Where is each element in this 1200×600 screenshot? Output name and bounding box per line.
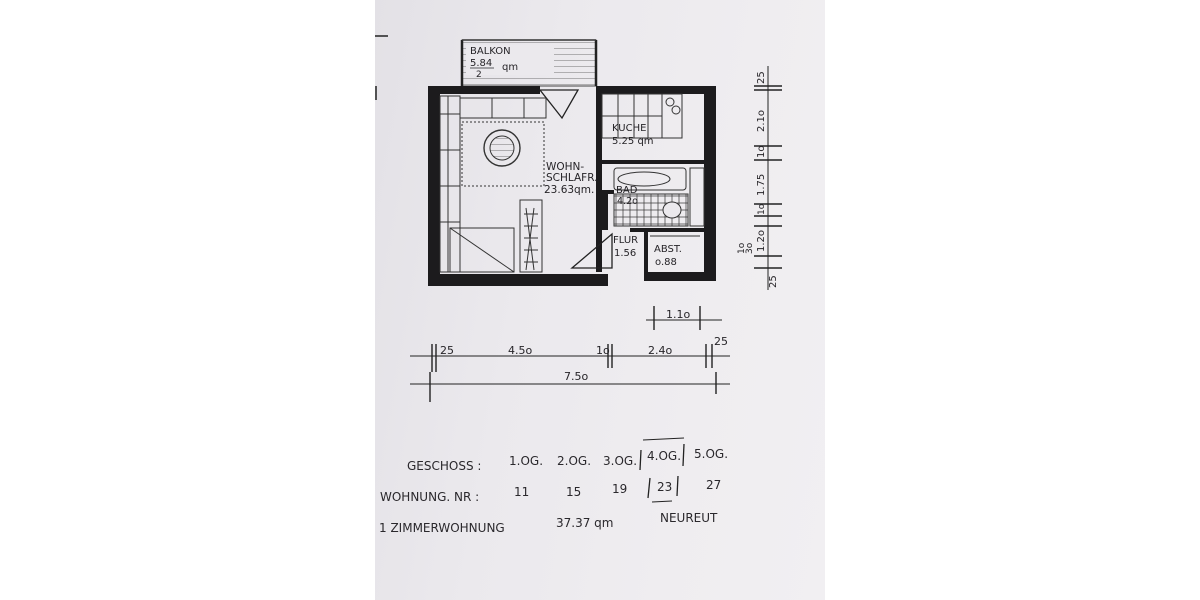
vertical-dimension-chain — [754, 66, 782, 290]
geschoss-1: 1.OG. — [509, 454, 543, 468]
unit-area: 37.37 qm — [556, 516, 613, 530]
geschoss-4: 4.OG. — [647, 449, 681, 463]
flur-area: 1.56 — [614, 248, 636, 259]
highlight-mark — [647, 477, 651, 499]
bath-fixtures — [613, 167, 705, 227]
unit-table: GESCHOSS : 1.OG. 2.OG. 3.OG. 4.OG. 5.OG.… — [379, 437, 728, 535]
dim-right-width: 2.4o — [648, 344, 672, 357]
unit-location: NEUREUT — [660, 511, 718, 525]
balkon-divisor: 2 — [476, 70, 482, 80]
kitchen-fixtures — [601, 93, 683, 139]
wohnung-1: 11 — [514, 485, 529, 499]
bad-label: BAD — [616, 185, 638, 196]
balkon — [460, 39, 598, 87]
wohnung-4: 23 — [657, 480, 672, 494]
dim-inner-wall: 1o — [596, 344, 610, 357]
dim-v-wall-1: 1o — [756, 146, 767, 158]
vertical-dimension-labels: 25 2.1o 1o 1.75 1o 1o 3o 1.2o 25 — [737, 71, 779, 288]
dim-v-bottom-wall: 25 — [768, 275, 779, 288]
flur-label: FLUR — [613, 235, 638, 246]
highlight-mark — [676, 475, 679, 497]
wohnung-2: 15 — [566, 485, 581, 499]
geschoss-2: 2.OG. — [557, 454, 591, 468]
dim-v-kueche: 2.1o — [756, 110, 767, 132]
highlight-mark — [642, 437, 685, 441]
dim-wall-left: 25 — [440, 344, 454, 357]
wohnung-label: WOHNUNG. NR : — [380, 490, 479, 504]
wohnung-3: 19 — [612, 482, 627, 496]
dim-door: 1.1o — [666, 308, 690, 321]
balkon-label: BALKON — [470, 46, 511, 57]
wohn-furniture — [439, 95, 547, 273]
highlight-mark — [651, 500, 673, 503]
geschoss-5: 5.OG. — [694, 447, 728, 461]
dim-v-wall-2: 1o — [757, 203, 767, 215]
wohn-label-line2: SCHLAFR. — [546, 172, 597, 184]
dim-v-abst: 1.2o — [756, 230, 767, 252]
bad-area: 4.2o — [617, 196, 638, 207]
dim-v-top-wall: 25 — [756, 71, 767, 84]
flur-door — [570, 232, 613, 269]
abst-area: o.88 — [655, 257, 677, 268]
unit-type: 1 ZIMMERWOHNUNG — [379, 521, 505, 535]
kueche-label: KUCHE — [612, 123, 646, 134]
balkon-unit: qm — [502, 62, 518, 73]
geschoss-label: GESCHOSS : — [407, 459, 481, 473]
dim-wall-right: 25 — [714, 335, 728, 348]
dim-v-bad: 1.75 — [756, 174, 767, 196]
highlight-mark — [682, 443, 685, 467]
dim-v-wall-3: 1o — [737, 242, 747, 254]
balcony-door — [538, 89, 580, 120]
dim-wohn-width: 4.5o — [508, 344, 532, 357]
door-dimension: 1.1o — [646, 306, 722, 330]
wohn-area: 23.63qm. — [544, 184, 594, 196]
abst-label: ABST. — [654, 244, 682, 255]
highlight-mark — [639, 449, 642, 471]
wohn-label-line1: WOHN- — [546, 161, 584, 173]
kueche-area: 5.25 qm — [612, 136, 654, 147]
dim-v-flur: 3o — [745, 242, 755, 254]
room-labels: BALKON 5.84 2 qm WOHN- SCHLAFR. 23.63qm.… — [470, 46, 682, 268]
outer-walls — [428, 86, 716, 286]
geschoss-3: 3.OG. — [603, 454, 637, 468]
wohnung-5: 27 — [706, 478, 721, 492]
interior-walls — [596, 86, 716, 276]
horizontal-dimension-chain — [410, 344, 730, 402]
balkon-area: 5.84 — [470, 58, 492, 69]
dim-total: 7.5o — [564, 370, 588, 383]
